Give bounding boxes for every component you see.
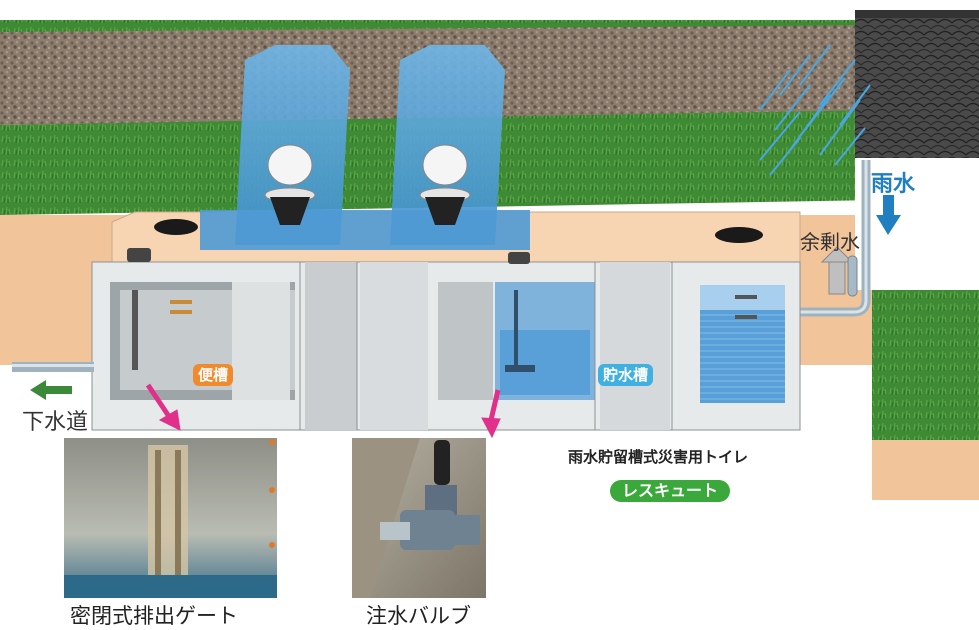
storage-tank-badge: 貯水槽 <box>598 364 654 386</box>
rainwater-arrow <box>876 195 901 235</box>
product-name-badge: レスキュート <box>610 480 731 502</box>
toilet-tank-badge: 便槽 <box>193 364 234 386</box>
grass-right <box>872 290 979 440</box>
soil-right <box>872 440 979 500</box>
rainwater-label: 雨水 <box>871 172 916 197</box>
valve-photo <box>352 438 486 598</box>
roof <box>855 10 979 160</box>
toilet-cabin-left <box>200 45 355 250</box>
gate-photo <box>64 438 277 598</box>
pointer-arrows <box>145 383 501 439</box>
sewer-arrow <box>30 380 72 400</box>
house-wall <box>855 158 979 290</box>
sewer-label: 下水道 <box>22 410 89 435</box>
rain <box>759 44 871 176</box>
surplus-water-label: 余剰水 <box>800 230 860 254</box>
toilet-cabin-right <box>355 45 530 250</box>
surplus-water-arrow <box>820 246 858 297</box>
gate-caption: 密閉式排出ゲート <box>70 604 238 628</box>
valve-caption: 注水バルブ <box>366 604 471 628</box>
house <box>800 10 979 317</box>
system-title: 雨水貯留槽式災害用トイレ <box>568 448 749 466</box>
